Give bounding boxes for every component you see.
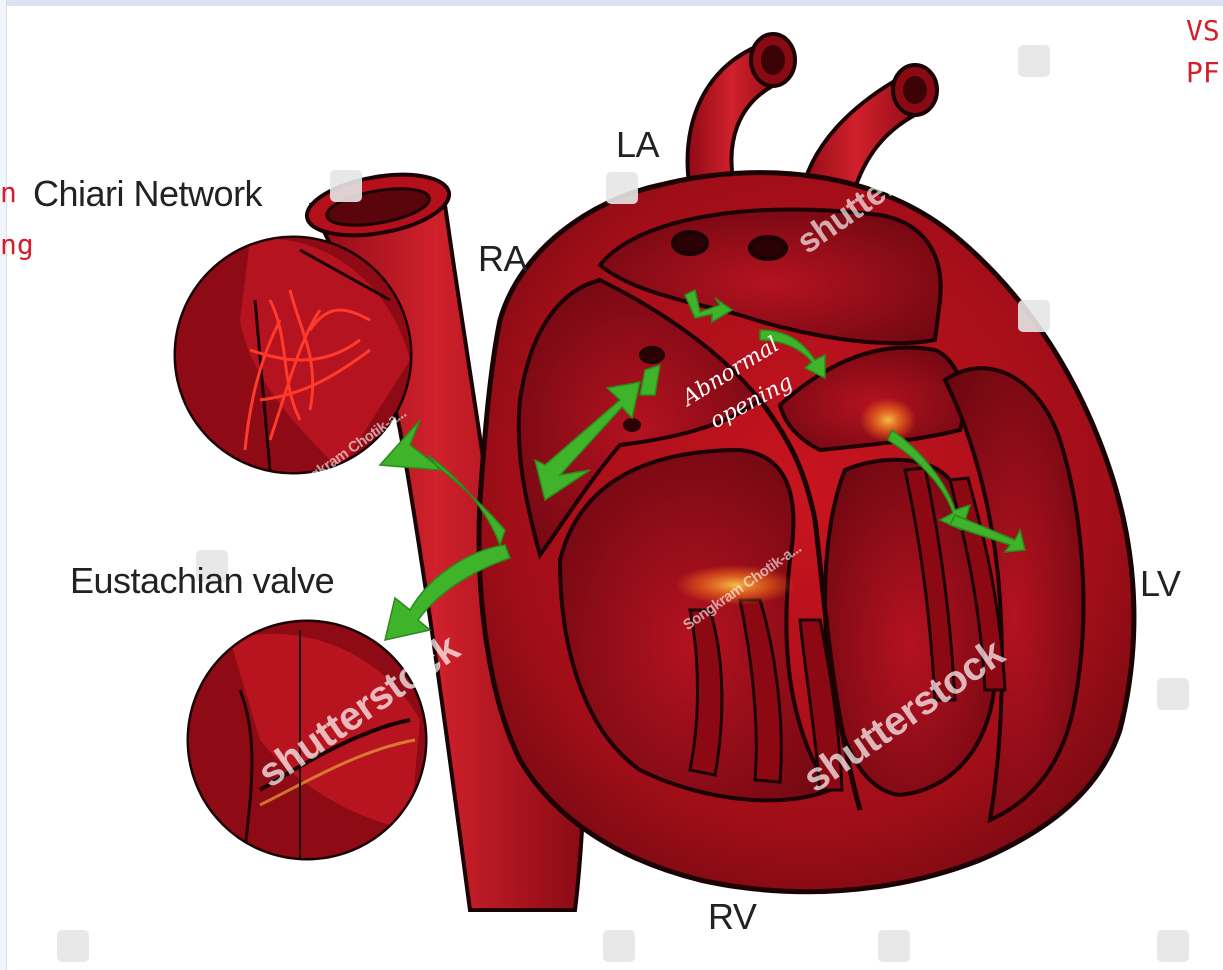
margin-note-top-right-2: PF	[1186, 56, 1220, 89]
margin-note-top-right-1: VS	[1186, 14, 1220, 47]
margin-note-left-2: ng	[0, 228, 34, 261]
glow-valve-right	[860, 398, 916, 442]
septal-opening	[640, 347, 664, 363]
label-rv: RV	[708, 896, 756, 938]
label-ra: RA	[478, 238, 527, 280]
label-chiari-network: Chiari Network	[33, 173, 262, 215]
label-eustachian-valve: Eustachian valve	[70, 560, 334, 602]
label-la: LA	[616, 124, 659, 166]
margin-note-left-1: n	[0, 176, 17, 209]
label-lv: LV	[1140, 563, 1180, 605]
